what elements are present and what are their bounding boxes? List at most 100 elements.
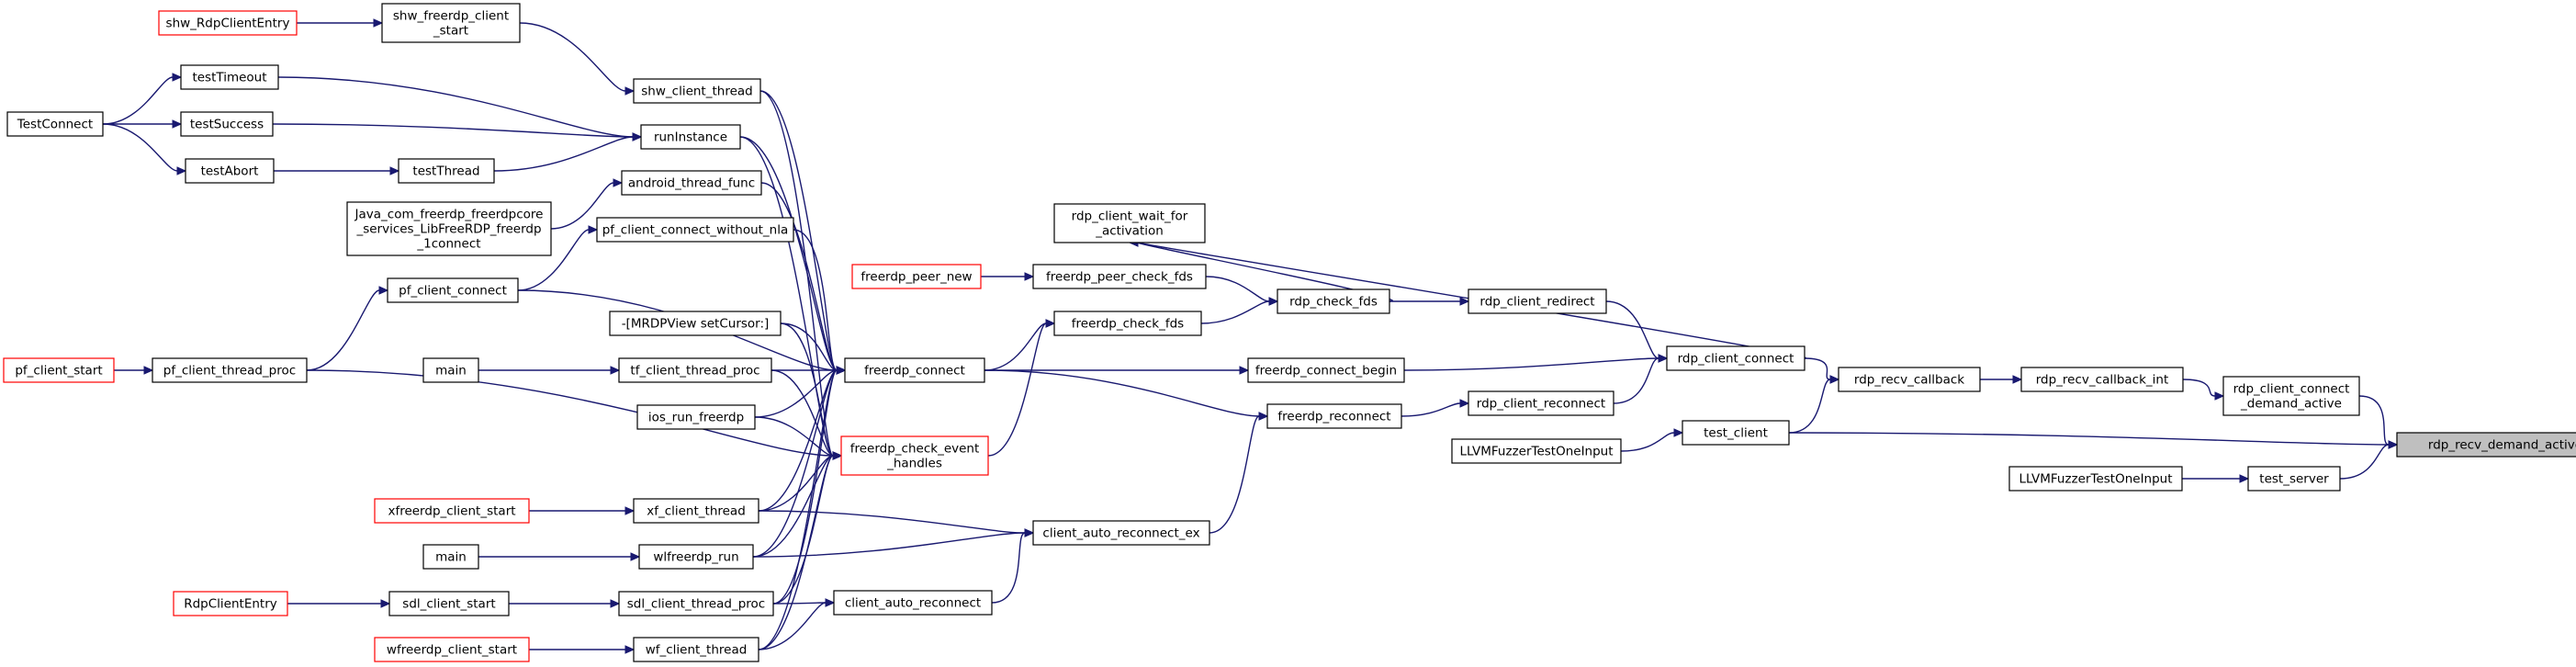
call-edge-testthread-to-runinstance (493, 132, 643, 172)
node-rdp-recv-demand-active[interactable]: rdp_recv_demand_active (2396, 432, 2576, 458)
node-llvmfuzzertestoneinput[interactable]: LLVMFuzzerTestOneInput (1451, 438, 1622, 464)
node-pf-client-connect[interactable]: pf_client_connect (387, 277, 519, 303)
node-label: rdp_recv_demand_active (2428, 438, 2576, 453)
node-rdp-client-wait-for-activation[interactable]: rdp_client_wait_for_activation (1053, 203, 1206, 243)
node-android-thread-func[interactable]: android_thread_func (621, 170, 762, 196)
node-freerdp-check-event-handles[interactable]: freerdp_check_event_handles (840, 435, 989, 476)
node-label: freerdp_peer_new (861, 270, 972, 285)
node-pf-client-thread-proc[interactable]: pf_client_thread_proc (152, 357, 308, 383)
node-sdl-client-thread-proc[interactable]: sdl_client_thread_proc (618, 591, 774, 616)
node-client-auto-reconnect[interactable]: client_auto_reconnect (833, 590, 993, 616)
node-shw-client-thread[interactable]: shw_client_thread (633, 78, 761, 104)
node-label: LLVMFuzzerTestOneInput (1459, 445, 1613, 459)
call-edge-testabort-to-testthread (274, 166, 400, 175)
node-freerdp-peer-new[interactable]: freerdp_peer_new (851, 264, 982, 289)
node-xf-client-thread[interactable]: xf_client_thread (633, 498, 759, 524)
node-box (840, 435, 989, 476)
node-freerdp-connect-begin[interactable]: freerdp_connect_begin (1247, 357, 1405, 383)
node-runinstance[interactable]: runInstance (640, 124, 741, 150)
node-rdp-recv-callback[interactable]: rdp_recv_callback (1838, 367, 1981, 392)
node-box (833, 590, 993, 616)
node-main[interactable]: main (422, 357, 479, 383)
node-shw-rdpcliententry[interactable]: shw_RdpClientEntry (158, 10, 298, 36)
call-edge-freerdp-connect-begin-to-rdp-client-connect (1403, 354, 1669, 371)
node-box (1468, 390, 1614, 416)
call-edge-freerdp-peer-check-fds-to-rdp-check-fds (1205, 276, 1279, 306)
call-edge-wfreerdp-client-start-to-wf-client-thread (529, 645, 636, 654)
node-box (1053, 203, 1206, 243)
node-freerdp-reconnect[interactable]: freerdp_reconnect (1266, 403, 1402, 429)
node-box (2222, 376, 2360, 416)
node-box (173, 591, 288, 616)
node-rdp-client-connect[interactable]: rdp_client_connect (1666, 345, 1805, 371)
node-box (1838, 367, 1981, 392)
node-test-client[interactable]: test_client (1682, 420, 1790, 446)
call-edge-wlfreerdp-run-to-client-auto-reconnect-ex (752, 528, 1035, 558)
node-sdl-client-start[interactable]: sdl_client_start (388, 591, 510, 616)
node-shw-freerdp-client-start[interactable]: shw_freerdp_client_start (381, 3, 521, 43)
node-tf-client-thread-proc[interactable]: tf_client_thread_proc (618, 357, 772, 383)
node-mrdpview-setcursor[interactable]: -[MRDPView setCursor:] (609, 311, 782, 336)
node-xfreerdp-client-start[interactable]: xfreerdp_client_start (374, 498, 530, 524)
node-wf-client-thread[interactable]: wf_client_thread (633, 637, 759, 662)
node-box (180, 111, 274, 137)
node-box (388, 591, 510, 616)
node-rdp-check-fds[interactable]: rdp_check_fds (1277, 288, 1390, 314)
node-testabort[interactable]: testAbort (185, 158, 275, 184)
node-wlfreerdp-run[interactable]: wlfreerdp_run (638, 544, 754, 570)
node-llvmfuzzertestoneinput[interactable]: LLVMFuzzerTestOneInput (2008, 466, 2183, 492)
node-box (636, 404, 756, 430)
node-label: freerdp_connect_begin (1255, 364, 1397, 379)
node-rdp-client-connect-demand-active[interactable]: rdp_client_connect_demand_active (2222, 376, 2360, 416)
node-testsuccess[interactable]: testSuccess (180, 111, 274, 137)
node-label: _services_LibFreeRDP_freerdp (355, 222, 541, 237)
call-edge-freerdp-connect-to-freerdp-reconnect (984, 369, 1269, 421)
node-label: sdl_client_start (402, 597, 495, 612)
node-freerdp-peer-check-fds[interactable]: freerdp_peer_check_fds (1032, 264, 1207, 289)
node-rdp-recv-callback-int[interactable]: rdp_recv_callback_int (2020, 367, 2184, 392)
call-edge-java-com-freerdp-freerdpcore-services-libfreerdp-freerdp-1connect-to-android-thread-func (550, 178, 624, 230)
node-testtimeout[interactable]: testTimeout (180, 64, 279, 90)
node-pf-client-start[interactable]: pf_client_start (3, 357, 115, 383)
node-label: testTimeout (192, 71, 266, 85)
node-label: _start (433, 24, 468, 39)
node-main[interactable]: main (422, 544, 479, 570)
node-label: main (435, 364, 467, 379)
node-testconnect[interactable]: TestConnect (6, 111, 104, 137)
node-rdpcliententry[interactable]: RdpClientEntry (173, 591, 288, 616)
node-box (1053, 311, 1202, 336)
node-ios-run-freerdp[interactable]: ios_run_freerdp (636, 404, 756, 430)
node-freerdp-connect[interactable]: freerdp_connect (844, 357, 985, 383)
call-edge-wf-client-thread-to-freerdp-connect (758, 366, 847, 650)
node-label: test_client (1704, 426, 1768, 441)
node-test-server[interactable]: test_server (2247, 466, 2341, 492)
node-box (398, 158, 495, 184)
call-edge-main-to-tf-client-thread-proc (478, 366, 621, 375)
node-box (633, 637, 759, 662)
node-label: freerdp_reconnect (1277, 410, 1390, 424)
node-freerdp-check-fds[interactable]: freerdp_check_fds (1053, 311, 1202, 336)
node-rdp-client-redirect[interactable]: rdp_client_redirect (1468, 288, 1607, 314)
node-rdp-client-reconnect[interactable]: rdp_client_reconnect (1468, 390, 1614, 416)
node-pf-client-connect-without-nla[interactable]: pf_client_connect_without_nla (596, 217, 794, 243)
call-edge-freerdp-peer-new-to-freerdp-peer-check-fds (980, 272, 1035, 281)
node-label: freerdp_peer_check_fds (1046, 270, 1193, 285)
node-box (1247, 357, 1405, 383)
node-wfreerdp-client-start[interactable]: wfreerdp_client_start (374, 637, 530, 662)
node-client-auto-reconnect-ex[interactable]: client_auto_reconnect_ex (1032, 520, 1210, 546)
node-label: client_auto_reconnect (845, 596, 981, 611)
node-label: shw_client_thread (641, 85, 752, 99)
call-edge-testconnect-to-testtimeout (102, 73, 183, 125)
node-testthread[interactable]: testThread (398, 158, 495, 184)
node-box (387, 277, 519, 303)
node-label: TestConnect (17, 118, 93, 132)
node-label: _activation (1095, 224, 1164, 239)
call-edge-testsuccess-to-runinstance (272, 123, 643, 141)
call-edge-llvmfuzzertestoneinput-to-test-server (2181, 474, 2250, 483)
node-java-com-freerdp-freerdpcore-services-libfreerdp-freerdp-1connect[interactable]: Java_com_freerdp_freerdpcore_services_Li… (346, 201, 552, 256)
call-edge-llvmfuzzertestoneinput-to-test-client (1620, 428, 1684, 452)
call-edge-rdp-client-redirect-to-rdp-client-connect (1605, 300, 1669, 363)
node-label: android_thread_func (628, 176, 755, 191)
node-box (185, 158, 275, 184)
